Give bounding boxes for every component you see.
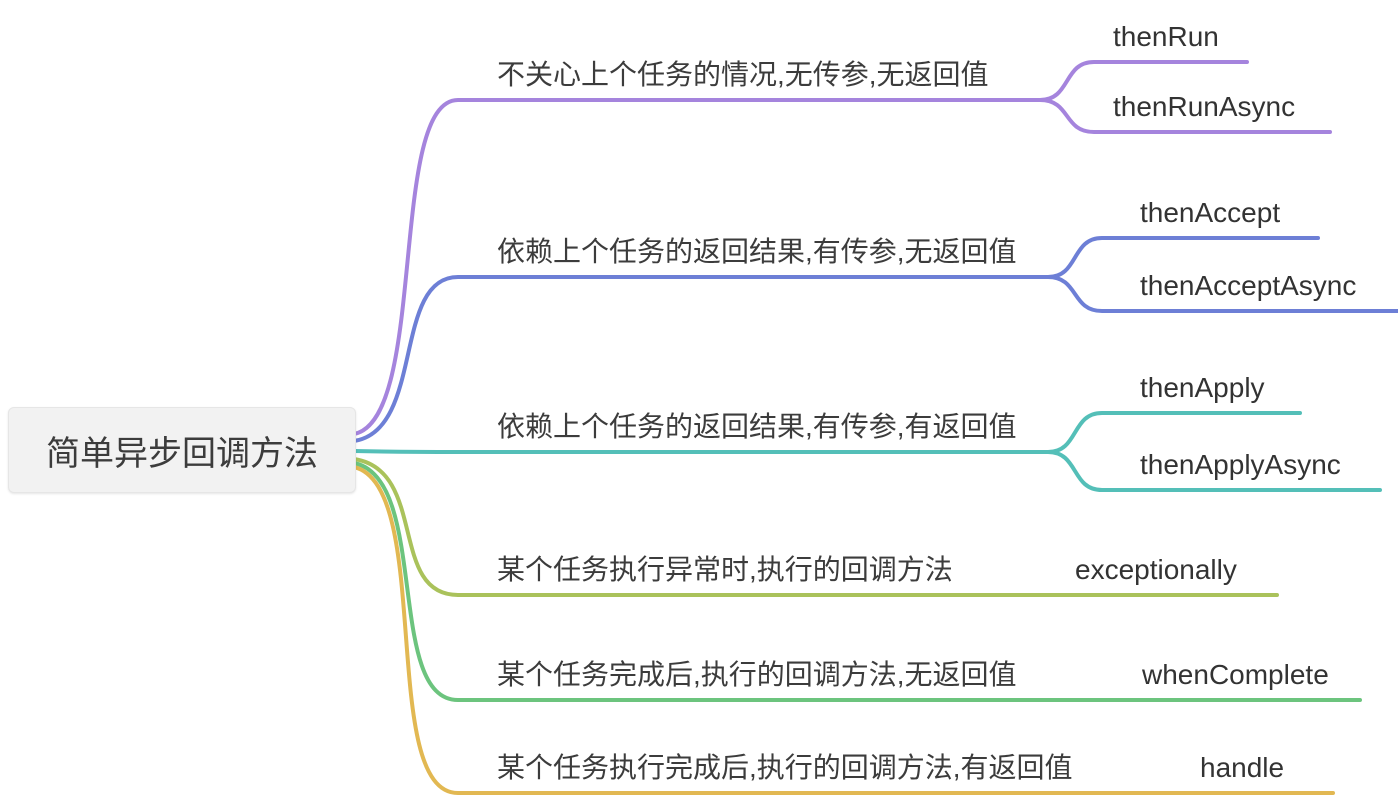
branch-1-connector [352,98,1042,436]
branch-6-connector [352,465,1335,795]
node-thenacceptasync[interactable]: thenAcceptAsync [1140,270,1357,301]
node-thenaccept[interactable]: thenAccept [1140,197,1281,228]
node-thenrun[interactable]: thenRun [1113,21,1219,52]
branch-3-child-2-connector [1046,450,1382,492]
branch-2-topic[interactable]: 依赖上个任务的返回结果,有传参,无返回值 [497,236,1017,267]
node-exceptionally[interactable]: exceptionally [1075,554,1237,585]
branch-5-connector [352,461,1362,702]
branch-2-child-2-connector [1046,275,1398,313]
branch-3-topic[interactable]: 依赖上个任务的返回结果,有传参,有返回值 [497,411,1017,442]
node-handle[interactable]: handle [1200,752,1285,783]
branch-5-topic[interactable]: 某个任务完成后,执行的回调方法,无返回值 [497,659,1017,690]
branch-1-topic[interactable]: 不关心上个任务的情况,无传参,无返回值 [497,59,989,90]
branch-2-child-1-connector [1046,236,1320,279]
branch-1-child-1-connector [1038,60,1249,102]
branch-3-child-1-connector [1046,411,1302,454]
branch-6-topic[interactable]: 某个任务执行完成后,执行的回调方法,有返回值 [497,752,1073,783]
node-thenapply[interactable]: thenApply [1140,372,1265,403]
root-node[interactable]: 简单异步回调方法 [8,407,356,493]
branch-3-connector [352,449,1050,454]
branch-4-connector [352,457,1279,597]
node-thenrunasync[interactable]: thenRunAsync [1113,91,1296,122]
node-thenapplyasync[interactable]: thenApplyAsync [1140,449,1341,480]
branch-4-topic[interactable]: 某个任务执行异常时,执行的回调方法 [497,554,953,585]
branch-1-child-2-connector [1038,98,1332,134]
branch-2-connector [352,275,1050,443]
node-whencomplete[interactable]: whenComplete [1142,659,1329,690]
